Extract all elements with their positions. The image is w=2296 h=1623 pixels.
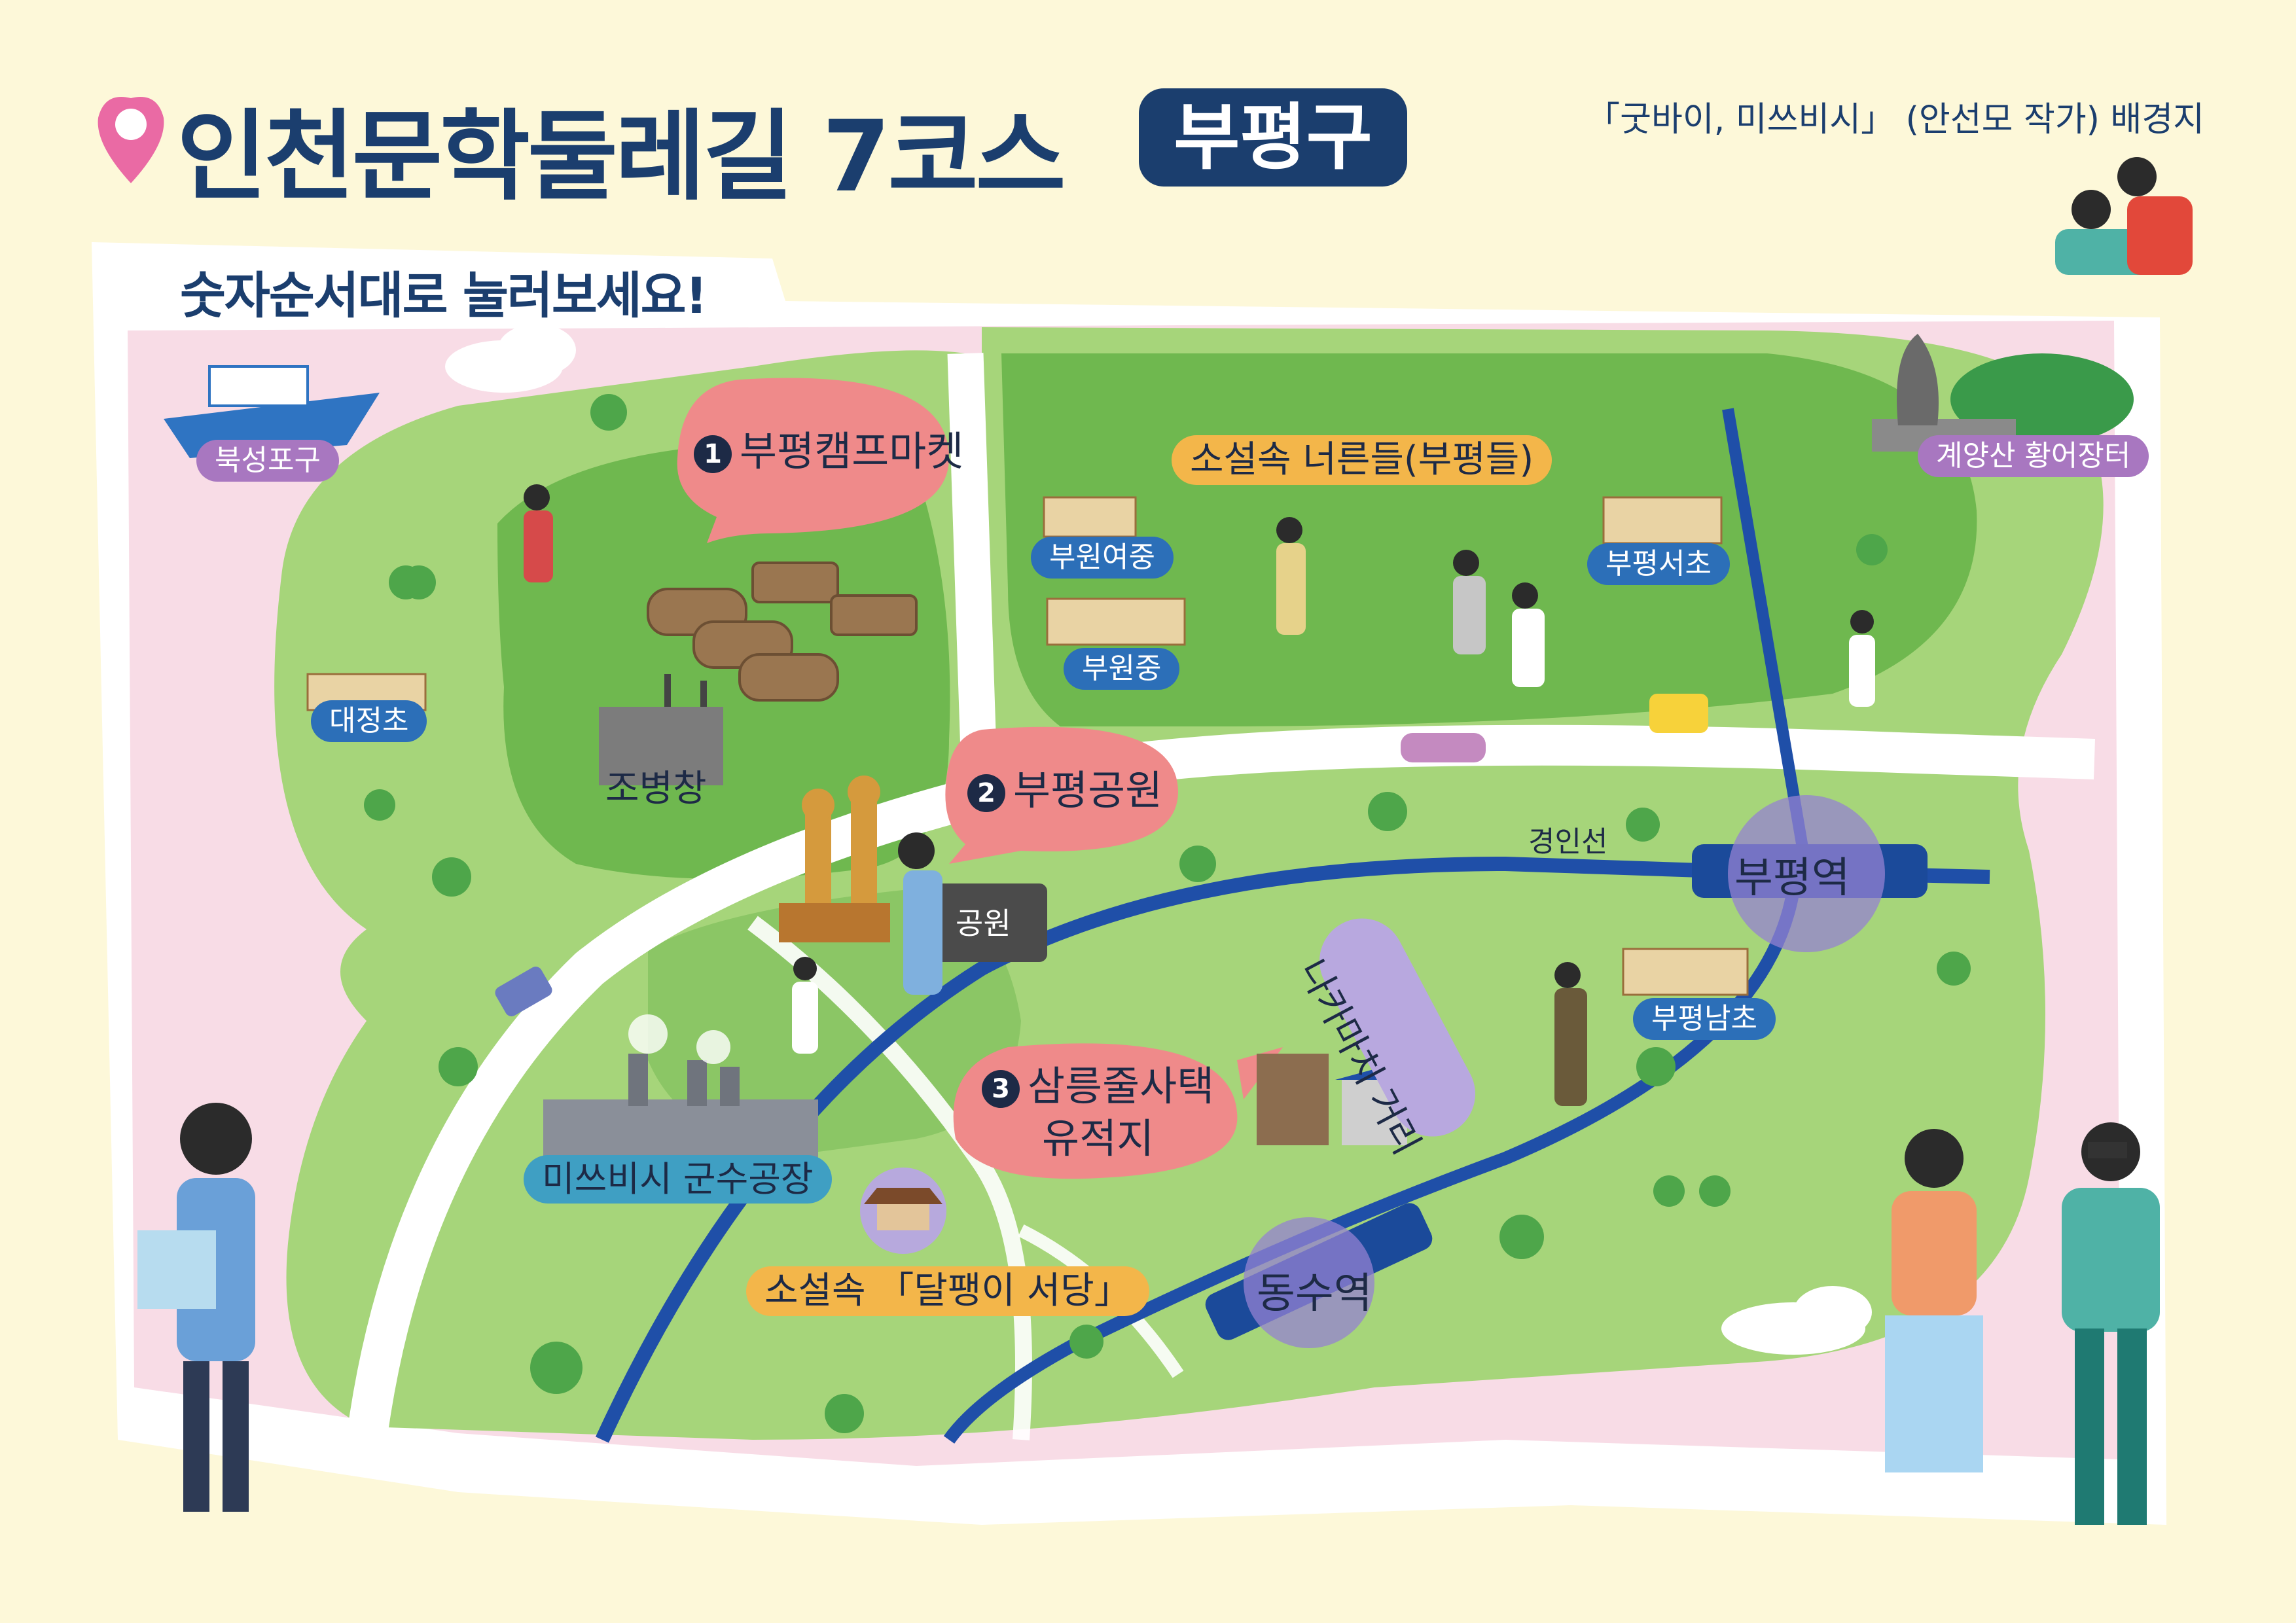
instruction-text: 숫자순서대로 눌러보세요!	[180, 266, 708, 325]
label-buwon-middle: 부원중	[1064, 648, 1180, 690]
label-station-bupyeong: 부평역	[1734, 854, 1850, 902]
north-road	[947, 353, 997, 753]
label-daejeong-elem: 대정초	[311, 700, 427, 742]
jobyeongchang-building-icon	[599, 674, 723, 785]
source-note: 「굿바이, 미쓰비시」 (안선모 작가) 배경지	[1586, 100, 2204, 139]
label-station-dongsu: 동수역	[1257, 1270, 1372, 1318]
park-sign-board	[916, 883, 1047, 962]
station-dongsu-marker[interactable]	[1244, 1217, 1374, 1348]
barracks-icon	[647, 562, 918, 702]
park-statue-icon	[779, 776, 890, 942]
label-gyeongin-line: 경인선	[1528, 825, 1608, 859]
people-illustrations	[137, 157, 2193, 1525]
label-jobyeongchang: 조병창	[605, 768, 707, 810]
park-path	[747, 916, 1032, 1440]
tree-icons	[364, 394, 1971, 1433]
label-bukseong-port: 북성포구	[196, 440, 339, 482]
station-bupyeong-marker[interactable]	[1728, 795, 1885, 952]
stop-name-line2: 유적지	[1042, 1115, 1155, 1162]
label-bupyeong-west-elem: 부평서초	[1587, 543, 1730, 585]
bubble-3	[953, 1043, 1283, 1179]
bubble-2	[945, 726, 1178, 864]
label-gyeyangsan: 계양산 황어장터	[1918, 435, 2149, 477]
jeep-icon	[495, 967, 552, 1016]
label-park-sign: 공원	[956, 906, 1011, 941]
map-paper-icon	[137, 1230, 216, 1309]
seodang-hanok-icon	[860, 1168, 946, 1254]
label-novel-seodang: 소설속 「달팽이 서당」	[746, 1266, 1149, 1316]
north-rail-branch	[1722, 408, 1812, 872]
stop-number: 2	[967, 774, 1005, 812]
car-icon	[1401, 733, 1486, 762]
binoculars-icon	[2088, 1142, 2127, 1158]
location-pin-dot	[115, 109, 147, 140]
stop-name: 부평공원	[1013, 766, 1163, 814]
label-novel-plain: 소설속 너른들(부평들)	[1172, 435, 1552, 485]
stop-name: 부평캠프마켓	[740, 427, 964, 475]
label-bupyeong-south-elem: 부평남초	[1633, 998, 1776, 1040]
label-mitsubishi-factory: 미쓰비시 군수공장	[524, 1155, 832, 1204]
district-badge: 부평구	[1139, 88, 1407, 187]
page-title: 인천문학둘레길 7코스	[177, 100, 1066, 214]
stop-number: 3	[982, 1069, 1020, 1108]
school-buildings-icon	[306, 496, 1749, 996]
bubble-1	[677, 378, 949, 543]
stop-name: 삼릉줄사택	[1028, 1062, 1215, 1110]
stop-number: 1	[694, 435, 732, 473]
bus-icon	[1649, 694, 1708, 733]
gyeongin-line	[596, 856, 1990, 1443]
label-buwon-girls-middle: 부원여중	[1031, 537, 1174, 579]
cloud-icons	[445, 324, 1872, 1355]
